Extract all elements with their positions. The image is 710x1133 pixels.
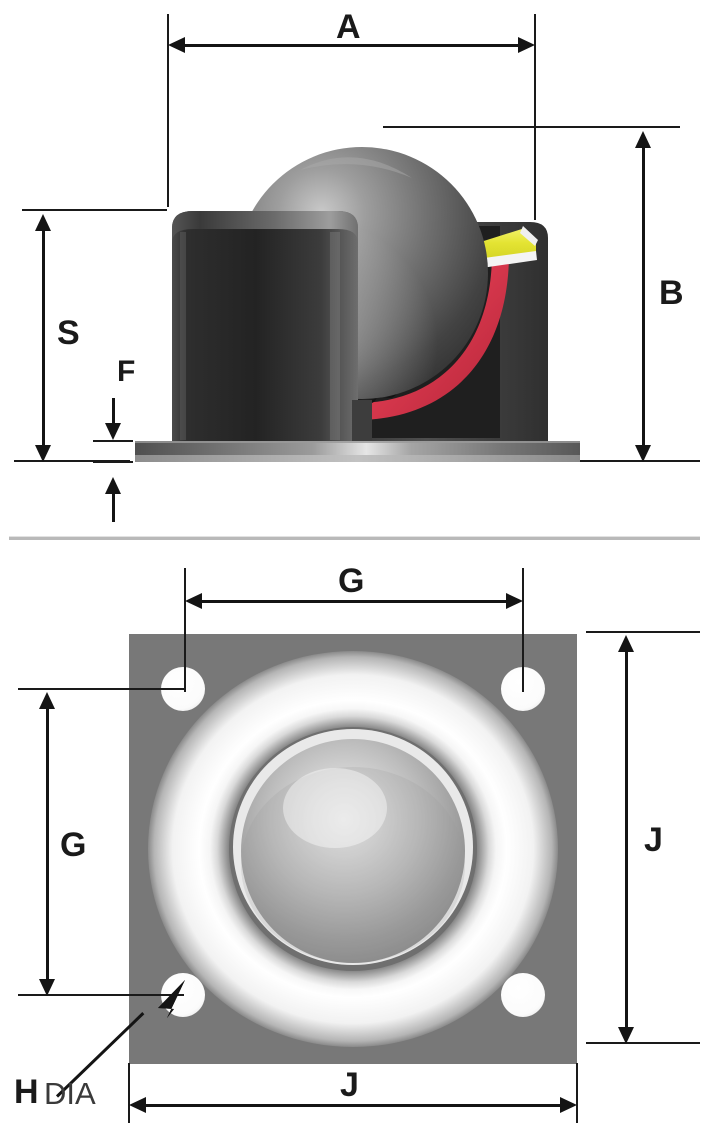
dim-A-ext-left xyxy=(167,14,169,207)
dim-J-h-label: J xyxy=(340,1066,359,1104)
dim-G-v-arrow-bottom xyxy=(39,979,55,996)
dim-J-h-ext-left xyxy=(128,1063,130,1123)
dim-G-v-ext-top xyxy=(18,688,184,690)
view-divider xyxy=(9,536,700,540)
dim-H-leader-arrow xyxy=(158,980,185,1018)
dim-G-h-line xyxy=(192,600,516,603)
dim-J-v-ext-bottom xyxy=(586,1042,700,1044)
dim-B-line xyxy=(642,142,645,448)
dim-J-h-arrow-left xyxy=(129,1097,146,1113)
dim-F-arrow-lower xyxy=(105,477,121,494)
dim-G-h-ext-left xyxy=(184,568,186,692)
dim-B-ext-top xyxy=(383,126,680,128)
dim-B-arrow-bottom xyxy=(635,445,651,462)
ball-plan xyxy=(241,739,465,963)
mounting-flange xyxy=(135,441,580,462)
dim-A-label: A xyxy=(336,8,361,46)
dim-S-line xyxy=(42,226,45,448)
dim-J-h-arrow-right xyxy=(560,1097,577,1113)
dim-S-ext-bottom xyxy=(14,460,130,462)
hole-bottom-right xyxy=(501,973,545,1017)
dim-G-v-line xyxy=(46,704,49,982)
dim-J-h-ext-right xyxy=(576,1063,578,1123)
side-section-view xyxy=(135,147,580,462)
dim-A-line xyxy=(175,44,528,47)
dim-J-v-arrow-top xyxy=(618,635,634,652)
dim-F-label: F xyxy=(117,355,136,388)
dim-S-label: S xyxy=(57,314,80,352)
dim-J-v-ext-top xyxy=(586,631,700,633)
dim-F-tick-top xyxy=(93,440,133,442)
bottom-plan-view xyxy=(129,634,577,1064)
dim-J-v-arrow-bottom xyxy=(618,1027,634,1044)
ball-plan-shadow xyxy=(241,767,465,963)
dim-A-ext-right xyxy=(534,14,536,220)
dim-F-line-lower xyxy=(112,492,115,522)
dim-A-arrow-right xyxy=(518,37,535,53)
dim-S-ext-top xyxy=(22,209,167,211)
center-post xyxy=(352,400,372,442)
dim-H-suffix: DIA xyxy=(44,1076,96,1111)
race-red xyxy=(362,253,509,420)
ball-plan-highlight xyxy=(283,768,387,848)
dim-G-v-ext-bottom xyxy=(18,994,184,996)
dim-B-arrow-top xyxy=(635,131,651,148)
dim-A-arrow-left xyxy=(168,37,185,53)
dim-G-h-ext-right xyxy=(522,568,524,692)
dim-F-line-upper xyxy=(112,398,115,426)
dim-F-tick-bottom xyxy=(93,461,133,463)
housing-front-body xyxy=(172,211,358,442)
dim-H-label: H xyxy=(14,1073,39,1111)
dim-G-h-label: G xyxy=(338,562,365,600)
dim-J-h-line xyxy=(136,1104,570,1107)
dim-G-h-arrow-left xyxy=(185,593,202,609)
dim-F-arrow-upper xyxy=(105,423,121,440)
dim-G-v-arrow-top xyxy=(39,692,55,709)
dim-J-v-label: J xyxy=(644,821,663,859)
dim-J-v-line xyxy=(625,647,628,1029)
dim-S-arrow-bottom xyxy=(35,445,51,462)
dim-G-h-arrow-right xyxy=(506,593,523,609)
dim-G-v-label: G xyxy=(60,826,87,864)
dim-S-arrow-top xyxy=(35,214,51,231)
dim-B-label: B xyxy=(659,274,684,312)
